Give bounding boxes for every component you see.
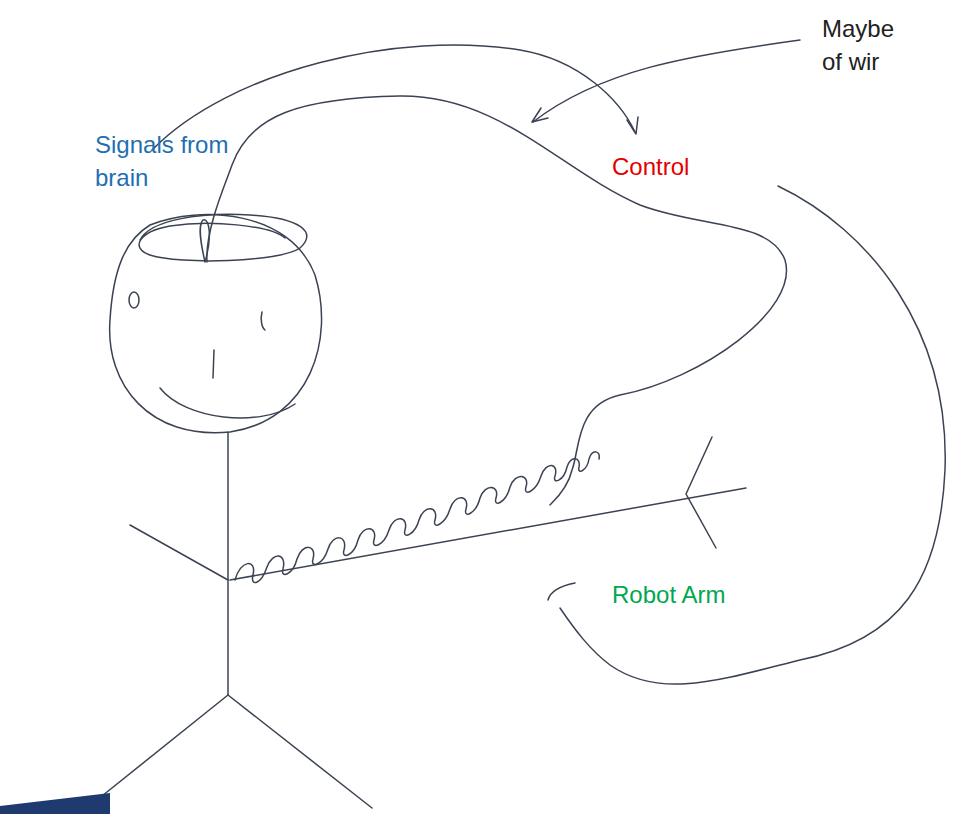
smile bbox=[160, 388, 295, 418]
head-outline bbox=[110, 215, 322, 433]
control-to-arm-loop bbox=[560, 186, 945, 684]
arm-label-mark bbox=[548, 583, 575, 600]
signal-arrowhead bbox=[627, 117, 638, 134]
right-eye bbox=[261, 312, 265, 330]
robot-arm-shaft bbox=[230, 488, 746, 580]
control-label: Control bbox=[612, 150, 722, 183]
brain-wire bbox=[207, 96, 787, 505]
robot-gripper bbox=[686, 437, 716, 548]
note-label: Maybe of wir bbox=[822, 12, 902, 78]
note-arrowhead bbox=[532, 108, 548, 122]
nose bbox=[213, 350, 214, 378]
torso bbox=[227, 432, 229, 695]
brain-scribble bbox=[139, 214, 307, 260]
robot-arm-coil bbox=[235, 452, 599, 583]
corner-band bbox=[0, 793, 110, 814]
left-arm bbox=[130, 525, 228, 580]
note-leader bbox=[533, 40, 800, 122]
robot-arm-label: Robot Arm bbox=[612, 578, 752, 611]
left-eye bbox=[129, 292, 139, 308]
left-leg bbox=[92, 695, 228, 804]
signal-label: Signals from brain bbox=[95, 128, 235, 194]
right-leg bbox=[228, 695, 372, 808]
